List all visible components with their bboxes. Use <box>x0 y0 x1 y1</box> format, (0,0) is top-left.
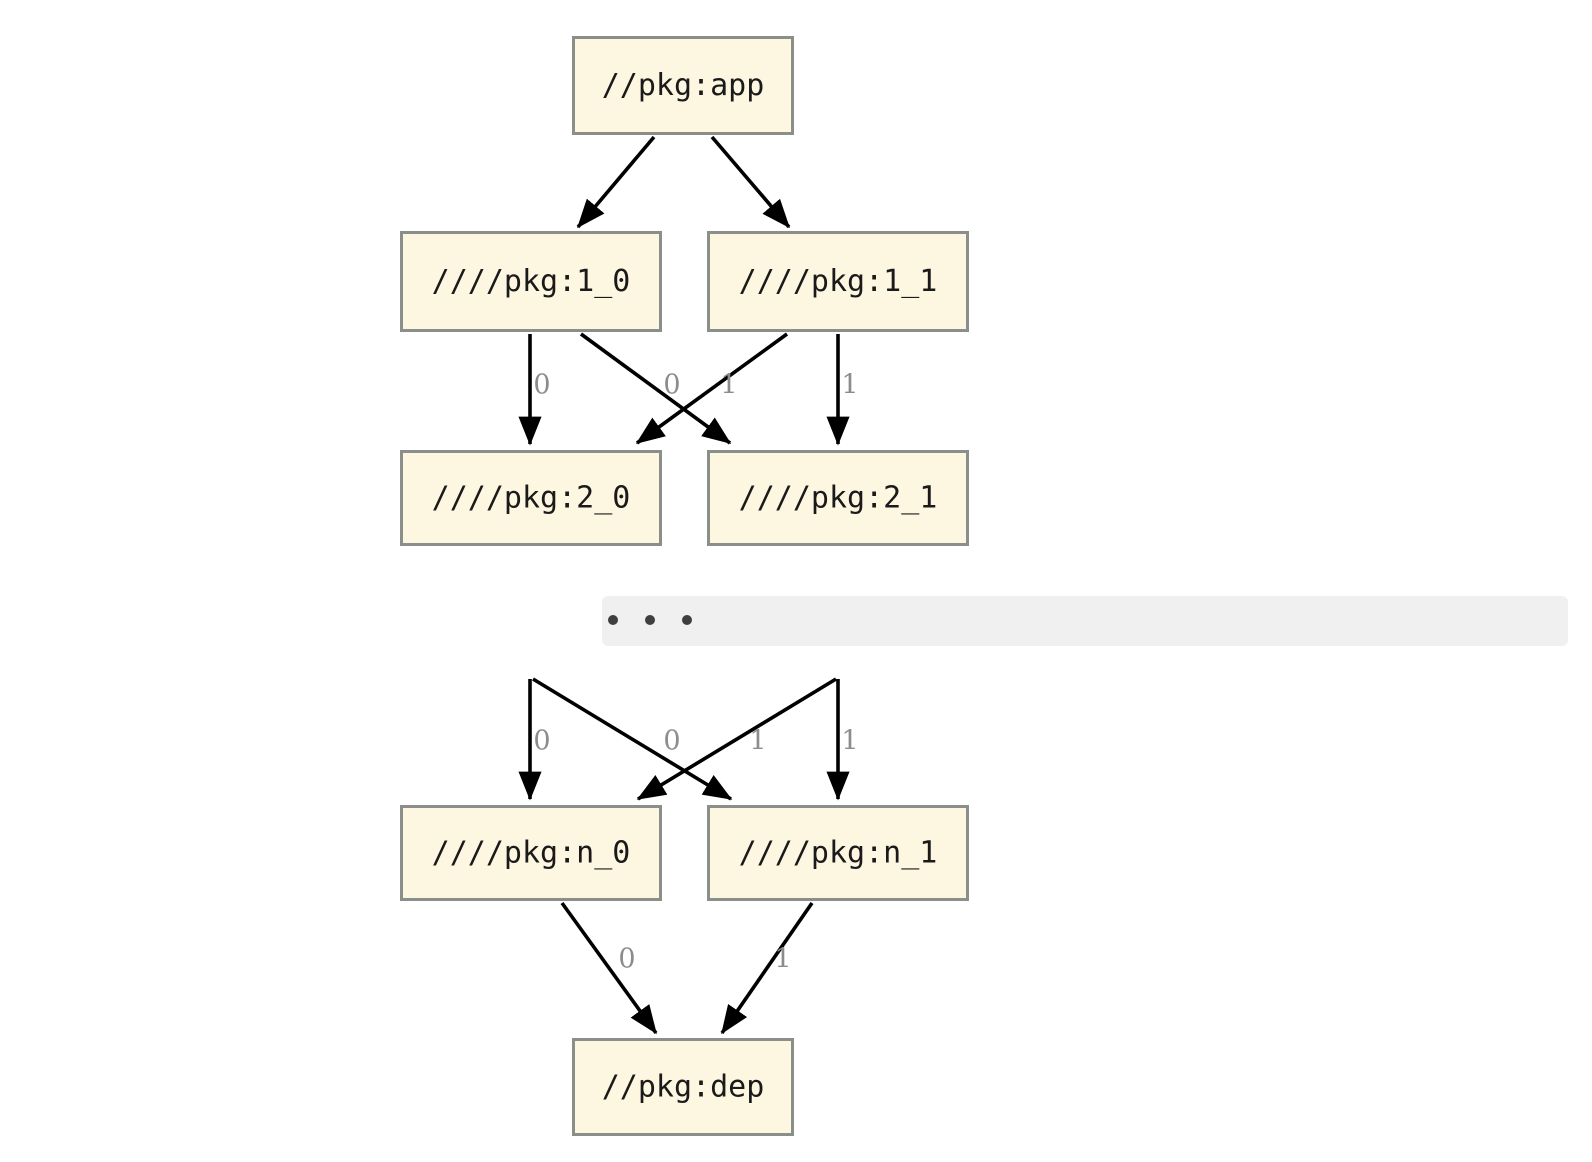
node-dep[interactable]: //pkg:dep <box>572 1038 794 1136</box>
edge-l1_1-to-l2_1: 1 <box>826 334 859 446</box>
edge-line <box>720 901 814 1035</box>
edge-ln_0-to-dep: 0 <box>560 901 658 1035</box>
edge-l1_0-to-l2_1: 0 <box>579 332 732 445</box>
node-box[interactable] <box>707 805 969 901</box>
edge-label: 1 <box>841 726 858 757</box>
node-app[interactable]: //pkg:app <box>572 36 794 135</box>
edge-elided-to-ln_1: 1 <box>826 679 859 801</box>
elision-dot <box>682 615 692 625</box>
node-label: ////pkg:n_0 <box>432 836 631 871</box>
edge-l1_0-to-l2_0: 0 <box>518 334 551 446</box>
edge-ln_1-to-dep: 1 <box>720 901 814 1035</box>
edge-label: 1 <box>774 944 791 975</box>
elision-dot <box>645 615 655 625</box>
edge-line <box>532 677 733 801</box>
elision-band-group <box>602 596 1568 646</box>
node-box[interactable] <box>400 805 662 901</box>
edge-line <box>635 332 789 445</box>
node-l1_1[interactable]: ////pkg:1_1 <box>707 231 969 332</box>
edge-group: 0 0 1 1 0 0 1 1 0 1 <box>518 135 859 1035</box>
edge-label: 0 <box>533 726 550 757</box>
edge-line <box>579 332 732 445</box>
edge-l1_1-to-l2_0: 1 <box>635 332 789 445</box>
node-label: //pkg:app <box>602 68 765 103</box>
node-l2_1[interactable]: ////pkg:2_1 <box>707 450 969 546</box>
edge-line <box>710 135 791 229</box>
edge-label: 0 <box>663 370 680 401</box>
node-label: ////pkg:1_1 <box>739 264 938 299</box>
node-label: ////pkg:2_0 <box>432 481 631 516</box>
node-l1_0[interactable]: ////pkg:1_0 <box>400 231 662 332</box>
node-box[interactable] <box>707 450 969 546</box>
edge-label: 0 <box>533 370 550 401</box>
node-label: ////pkg:n_1 <box>739 836 938 871</box>
node-label: ////pkg:2_1 <box>739 481 938 516</box>
edge-label: 0 <box>618 944 635 975</box>
node-label: ////pkg:1_0 <box>432 264 631 299</box>
node-box[interactable] <box>400 231 662 332</box>
edge-line <box>560 901 658 1035</box>
edge-label: 0 <box>663 726 680 757</box>
node-box[interactable] <box>707 231 969 332</box>
edge-app-to-l1_1 <box>710 135 791 229</box>
edge-line <box>576 135 656 229</box>
node-l2_0[interactable]: ////pkg:2_0 <box>400 450 662 546</box>
node-ln_1[interactable]: ////pkg:n_1 <box>707 805 969 901</box>
node-label: //pkg:dep <box>602 1070 765 1105</box>
edge-label: 1 <box>841 370 858 401</box>
node-box[interactable] <box>572 1038 794 1136</box>
elision-band <box>602 596 1568 646</box>
edge-app-to-l1_0 <box>576 135 656 229</box>
edge-elided-to-ln_0: 1 <box>636 677 837 801</box>
edge-label: 1 <box>720 370 737 401</box>
elision-dot <box>608 615 618 625</box>
edge-line <box>636 677 837 801</box>
edge-label: 1 <box>749 726 766 757</box>
node-box[interactable] <box>572 36 794 135</box>
edge-elided-to-ln_0: 0 <box>518 679 551 801</box>
node-group: //pkg:app ////pkg:1_0 ////pkg:1_1 ////pkg:2… <box>400 36 969 1136</box>
node-ln_0[interactable]: ////pkg:n_0 <box>400 805 662 901</box>
edge-elided-to-ln_1: 0 <box>532 677 733 801</box>
node-box[interactable] <box>400 450 662 546</box>
